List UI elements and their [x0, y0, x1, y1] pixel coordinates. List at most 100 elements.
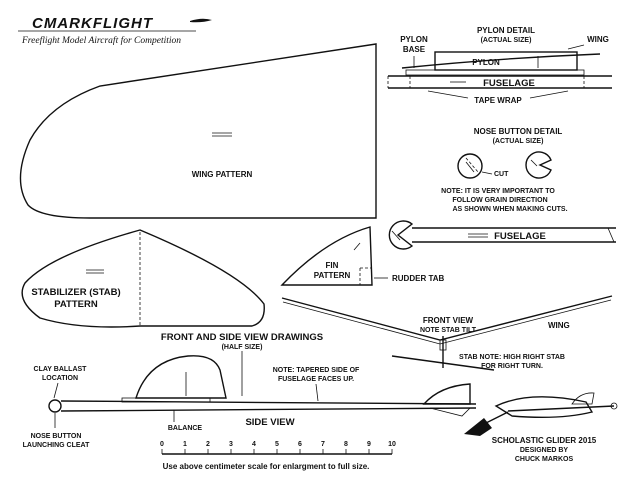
illustration-tail [464, 418, 492, 436]
illustration-pylon [571, 392, 595, 405]
illustration-nose [610, 402, 618, 410]
stabilizer-label-2: PATTERN [54, 299, 98, 310]
credits-line-2: DESIGNED BY [520, 447, 569, 454]
wing-outline [19, 43, 377, 219]
side-view-section: FRONT AND SIDE VIEW DRAWINGS (HALF SIZE)… [23, 332, 477, 449]
stabilizer-label-1: STABILIZER (STAB) [31, 287, 120, 298]
pylon-base-label-2: BASE [403, 45, 426, 54]
scale-tick-label: 5 [275, 441, 279, 448]
drawings-title: FRONT AND SIDE VIEW DRAWINGS [161, 332, 323, 343]
scale-tick-label: 2 [206, 441, 210, 448]
front-view-tilted-stab [391, 355, 495, 371]
logo-glider-icon [190, 18, 212, 23]
stab-note-2: FOR RIGHT TURN. [481, 363, 543, 370]
clay-ballast-leader [53, 382, 59, 399]
cut-label: CUT [494, 171, 509, 178]
fin-grain-icon [353, 242, 361, 251]
scale-tick-label: 4 [252, 441, 256, 448]
pylon-base-strip [405, 69, 585, 76]
illustration-fuselage [507, 405, 615, 412]
grain-arrow-icon [212, 132, 232, 137]
cut-leader [481, 171, 493, 175]
scale-tick-label: 7 [321, 441, 325, 448]
balance-label: BALANCE [168, 425, 203, 432]
front-view-wing-label: WING [548, 321, 570, 330]
fuselage-nose-grain-icon [391, 230, 401, 241]
side-view-wing-fin [135, 355, 227, 399]
side-view-tail-fin [422, 383, 471, 405]
nose-button-subtitle: (ACTUAL SIZE) [493, 138, 544, 145]
brand-logo: CMARKFLIGHT Freeflight Model Aircraft fo… [18, 15, 212, 46]
fuselage-pattern-label: FUSELAGE [494, 231, 546, 242]
credits: SCHOLASTIC GLIDER 2015 DESIGNED BY CHUCK… [492, 436, 597, 463]
fin-label-1: FIN [326, 261, 339, 270]
tape-wrap-label: TAPE WRAP [474, 96, 522, 105]
scale-tick-label: 3 [229, 441, 233, 448]
nose-button-detail: NOSE BUTTON DETAIL (ACTUAL SIZE) CUT NOT… [441, 127, 567, 213]
pylon-detail-title: PYLON DETAIL [477, 26, 535, 35]
stabilizer-outline [21, 229, 265, 328]
scale-tick-label: 1 [183, 441, 187, 448]
scale-tick-label: 0 [160, 441, 164, 448]
front-view-title: FRONT VIEW [423, 316, 474, 325]
credits-line-3: CHUCK MARKOS [515, 456, 574, 463]
pylon-fuselage-label: FUSELAGE [483, 78, 535, 89]
nose-note-3: AS SHOWN WHEN MAKING CUTS. [452, 206, 567, 213]
stab-note-1: STAB NOTE: HIGH RIGHT STAB [459, 354, 565, 361]
pylon-base-label-1: PYLON [400, 35, 428, 44]
fin-label-2: PATTERN [314, 271, 351, 280]
tapered-leader [315, 383, 319, 402]
fuselage-nose-button [388, 220, 414, 250]
brand-tagline: Freeflight Model Aircraft for Competitio… [21, 35, 181, 46]
tapered-note-1: NOTE: TAPERED SIDE OF [273, 367, 360, 374]
stab-grain-arrow-icon [86, 269, 104, 274]
pylon-wing-label: WING [587, 35, 609, 44]
tape-leader-right [529, 90, 569, 99]
glider-illustration [464, 392, 618, 436]
nose-note-2: FOLLOW GRAIN DIRECTION [452, 197, 547, 204]
side-view-stab [429, 407, 471, 417]
pylon-detail: PYLON DETAIL (ACTUAL SIZE) PYLON BASE WI… [387, 26, 612, 105]
wing-leader [567, 44, 585, 50]
fuselage-grain-arrow-icon [468, 233, 488, 238]
front-view-fuselage [439, 339, 447, 351]
side-view-fuselage-bottom [60, 407, 477, 412]
side-view-fuselage-top [60, 400, 477, 405]
scale-tick-label: 9 [367, 441, 371, 448]
clay-ballast-label-2: LOCATION [42, 375, 78, 382]
pylon-detail-subtitle: (ACTUAL SIZE) [481, 37, 532, 44]
front-view: FRONT VIEW NOTE STAB TILT WING STAB NOTE… [281, 295, 613, 371]
fin-outline [280, 226, 373, 286]
nose-button-cut-icon [457, 153, 483, 179]
illustration-tail-boom [483, 411, 509, 425]
front-view-subtitle: NOTE STAB TILT [420, 327, 477, 334]
pylon-block [434, 51, 578, 71]
nose-button-title: NOSE BUTTON DETAIL [474, 127, 563, 136]
nose-button-label-1: NOSE BUTTON [31, 433, 82, 440]
fuselage-break-mark [607, 227, 615, 243]
fin-pattern: FIN PATTERN RUDDER TAB [280, 226, 445, 286]
nose-button-notched-icon [525, 151, 552, 179]
wing-pattern: WING PATTERN [19, 43, 377, 219]
pylon-wing-curve [401, 53, 601, 69]
nose-button-label-2: LAUNCHING CLEAT [23, 442, 90, 449]
tape-leader-left [427, 90, 469, 99]
wing-pattern-label: WING PATTERN [192, 170, 253, 179]
side-view-nose-button [48, 399, 62, 413]
rudder-tab-label: RUDDER TAB [392, 274, 445, 283]
drawings-subtitle: (HALF SIZE) [222, 344, 263, 351]
stabilizer-pattern: STABILIZER (STAB) PATTERN [21, 229, 265, 328]
scale-tick-label: 8 [344, 441, 348, 448]
pylon-label: PYLON [472, 58, 500, 67]
tapered-note-2: FUSELAGE FACES UP. [278, 376, 354, 383]
fuselage-pattern: FUSELAGE [388, 220, 616, 250]
nose-note-1: NOTE: IT IS VERY IMPORTANT TO [441, 188, 555, 195]
credits-title: SCHOLASTIC GLIDER 2015 [492, 436, 597, 445]
side-view-label: SIDE VIEW [245, 417, 294, 428]
scale-tick-label: 6 [298, 441, 302, 448]
brand-name: CMARKFLIGHT [32, 15, 154, 32]
clay-ballast-label-1: CLAY BALLAST [34, 366, 88, 373]
